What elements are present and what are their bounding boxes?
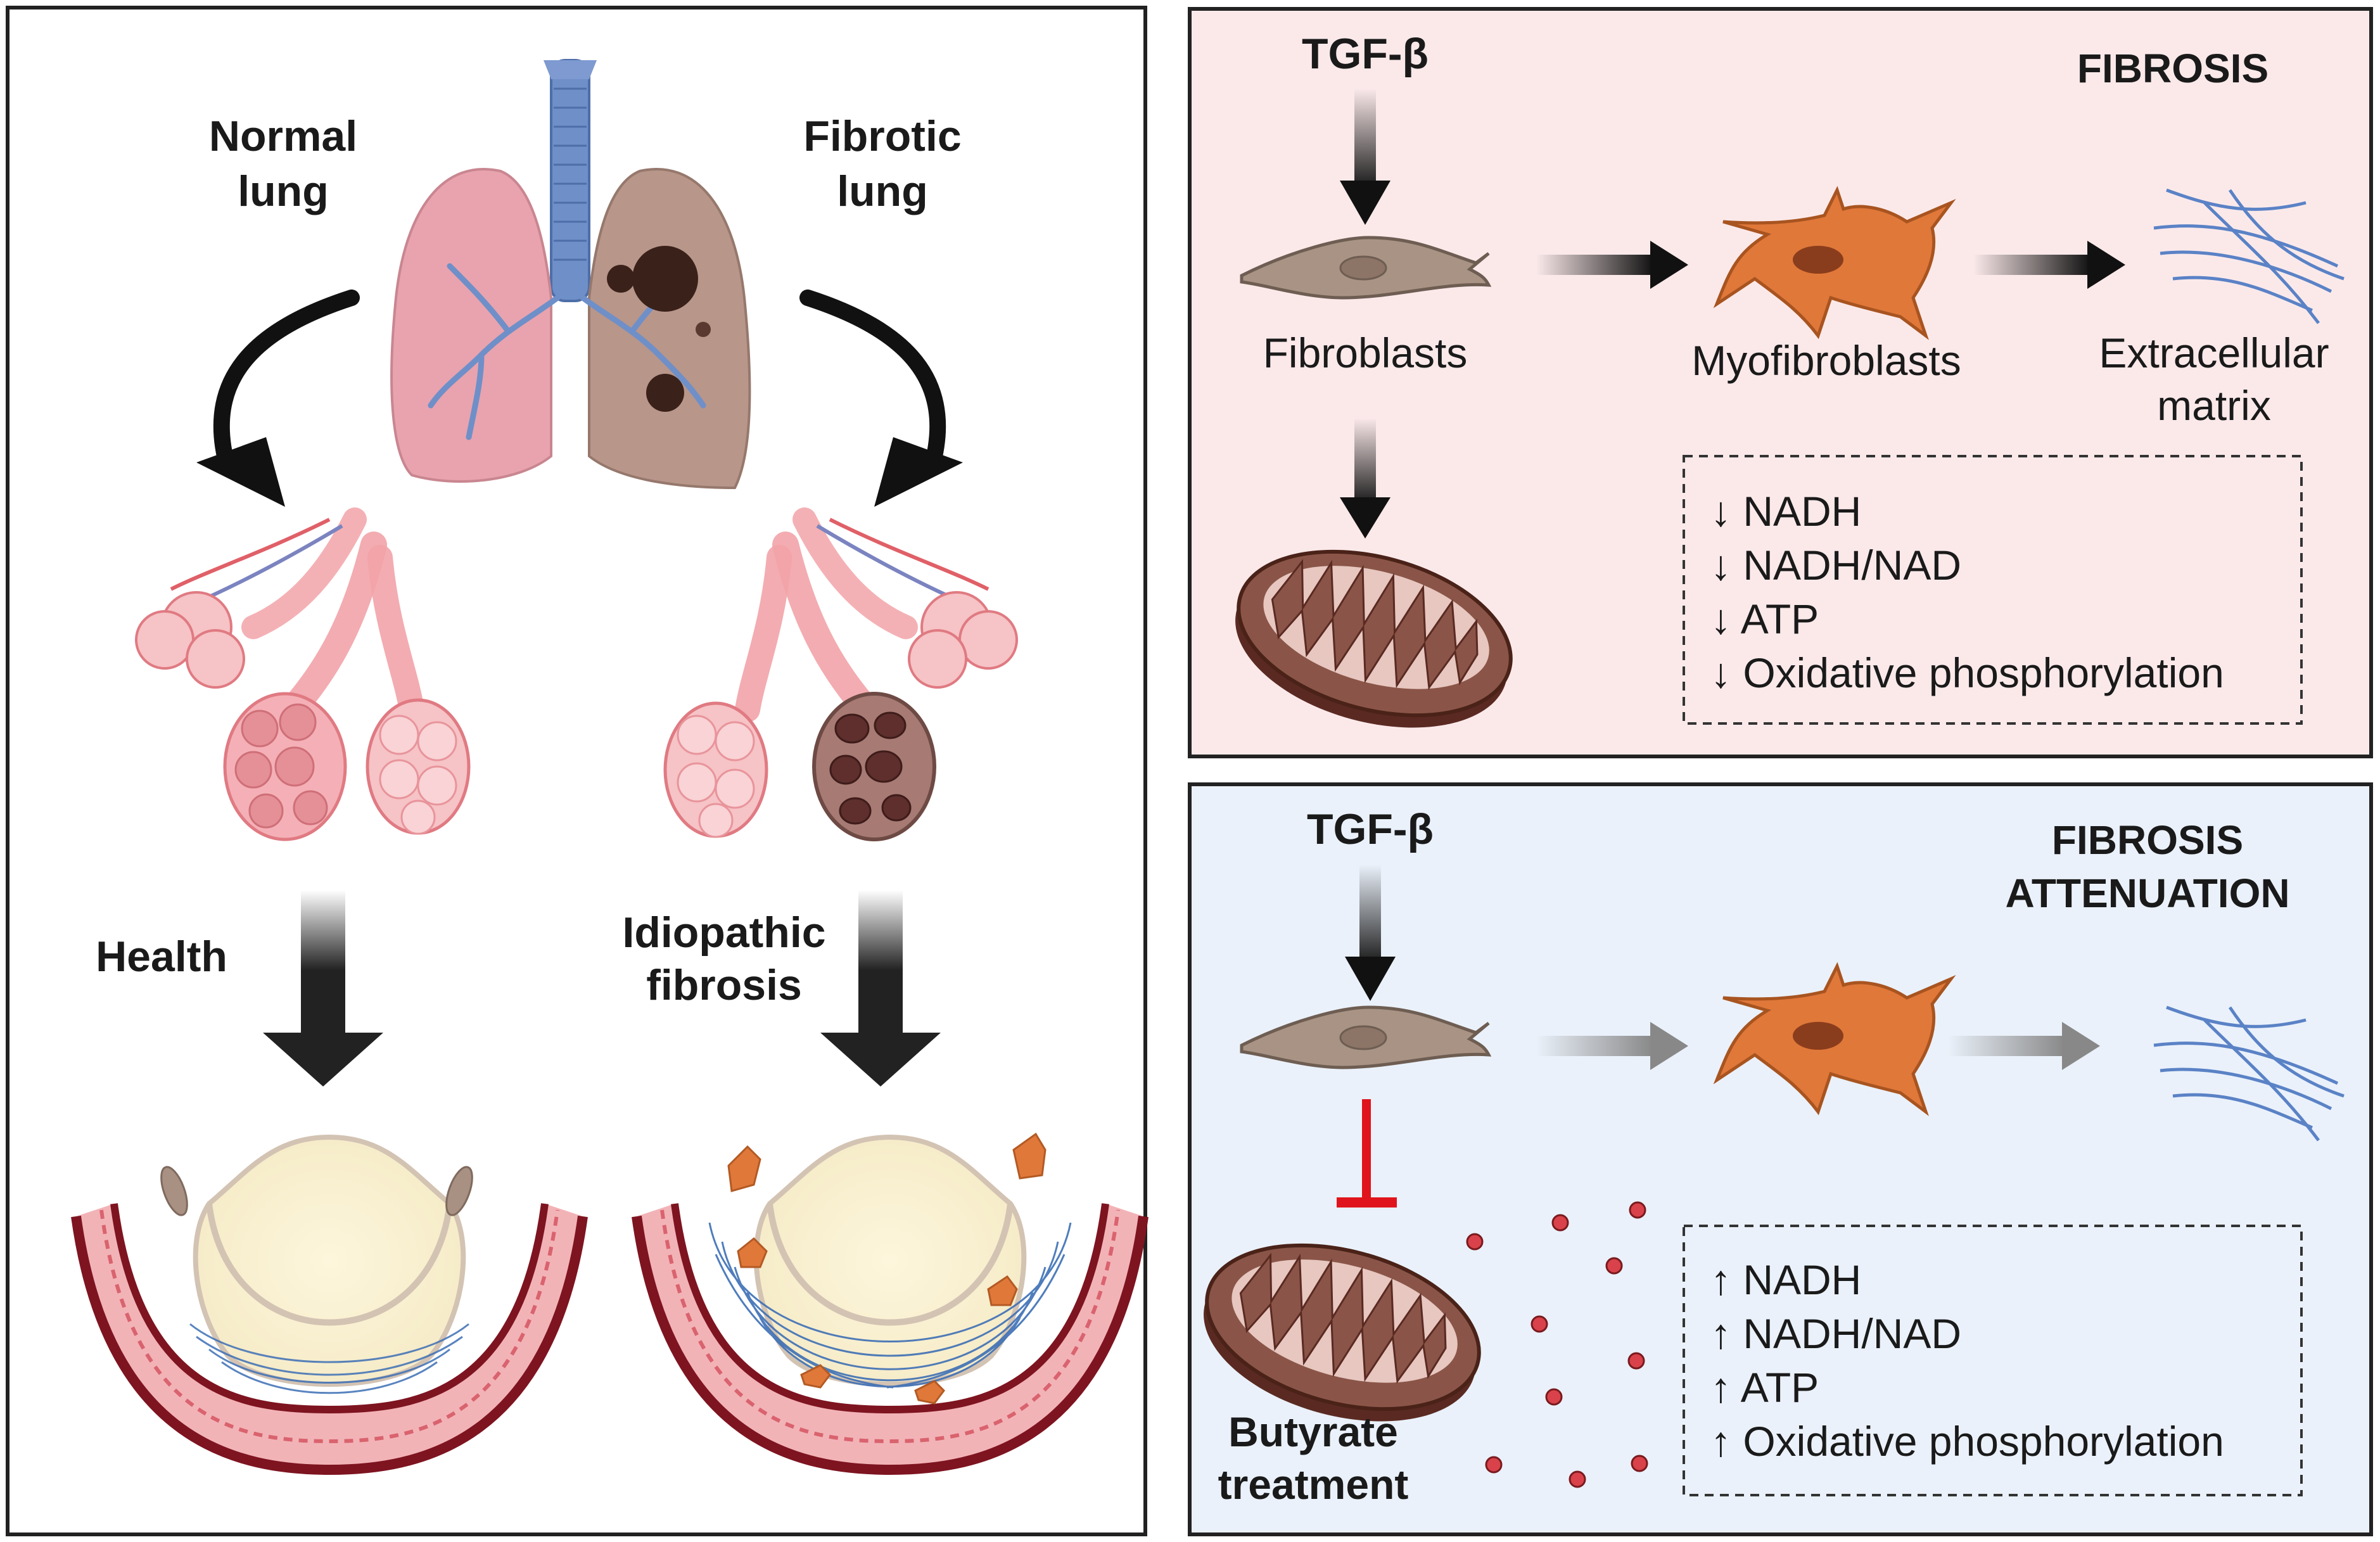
myofibroblast-to-ecm-arrow (1973, 241, 2125, 289)
health-label: Health (96, 933, 227, 981)
fibrotic-alveoli-illustration (663, 507, 1018, 841)
idiopathic-label-2: fibrosis (646, 961, 802, 1009)
fibrotic-alveolus-section (632, 1132, 1149, 1475)
ecm-label-1: Extracellular (2099, 329, 2329, 376)
normal-lung-label-2: lung (238, 167, 329, 215)
fibrosis-effect-3: ↓ ATP (1710, 596, 1819, 642)
fibrosis-tgf-label: TGF-β (1302, 30, 1429, 78)
butyrate-inhibition-bar (1337, 1099, 1397, 1207)
attenuation-ecm-fibers-icon (2153, 1005, 2345, 1142)
mitochondrion-icon (1235, 549, 1513, 728)
butyrate-label-1: Butyrate (1228, 1408, 1398, 1455)
healthy-alveolus-section (71, 1134, 588, 1475)
lungs-illustration (390, 59, 751, 490)
fibrosis-effects-box (1683, 455, 2303, 725)
attenuation-grey-arrow-1 (1536, 1022, 1688, 1070)
down-arrow-health (263, 890, 383, 1086)
fibrosis-panel-frame (1188, 7, 2373, 758)
down-arrow-fibrosis (820, 890, 941, 1086)
fibrotic-lung-label-2: lung (837, 167, 928, 215)
fibroblast-cell-icon (1240, 236, 1492, 300)
fibroblasts-label: Fibroblasts (1263, 329, 1468, 376)
fibrosis-title: FIBROSIS (2077, 46, 2269, 91)
curved-arrow-left (196, 290, 360, 507)
myofibroblast-cell-icon (1713, 186, 1956, 340)
fibrotic-lung-label-1: Fibrotic (803, 112, 961, 160)
fibroblast-to-mitochondria-arrow (1340, 418, 1390, 538)
fibroblast-to-myofibroblast-arrow (1536, 241, 1688, 289)
ecm-label-2: matrix (2157, 382, 2271, 429)
attenuation-mitochondrion-icon (1204, 1243, 1481, 1422)
attenuation-grey-arrow-2 (1948, 1022, 2100, 1070)
normal-alveoli-illustration (135, 507, 471, 841)
idiopathic-label-1: Idiopathic (622, 908, 825, 957)
normal-lung-label-1: Normal (209, 112, 357, 160)
attenuation-title-2: ATTENUATION (2005, 870, 2289, 916)
attenuation-effect-1: ↑ NADH (1710, 1256, 1861, 1303)
myofibroblasts-label: Myofibroblasts (1691, 337, 1961, 384)
attenuation-tgf-arrow (1345, 865, 1396, 1001)
attenuation-effect-4: ↑ Oxidative phosphorylation (1710, 1418, 2224, 1465)
fibrosis-effect-4: ↓ Oxidative phosphorylation (1710, 649, 2224, 696)
attenuation-myofibroblast-cell-icon (1713, 962, 1956, 1116)
attenuation-effect-3: ↑ ATP (1710, 1364, 1819, 1411)
attenuation-fibroblast-cell-icon (1240, 1005, 1492, 1069)
attenuation-tgf-label: TGF-β (1307, 805, 1434, 853)
curved-arrow-right (799, 290, 963, 507)
fibrosis-tgf-arrow (1340, 89, 1390, 225)
attenuation-title-1: FIBROSIS (2052, 817, 2243, 863)
extracellular-matrix-fibers-icon (2153, 188, 2345, 324)
attenuation-effect-2: ↑ NADH/NAD (1710, 1310, 1961, 1357)
butyrate-label-2: treatment (1218, 1461, 1409, 1508)
fibrosis-effect-2: ↓ NADH/NAD (1710, 542, 1961, 589)
attenuation-effects-box (1683, 1225, 2303, 1496)
butyrate-molecules (1466, 1201, 1648, 1488)
fibrosis-effect-1: ↓ NADH (1710, 488, 1861, 535)
